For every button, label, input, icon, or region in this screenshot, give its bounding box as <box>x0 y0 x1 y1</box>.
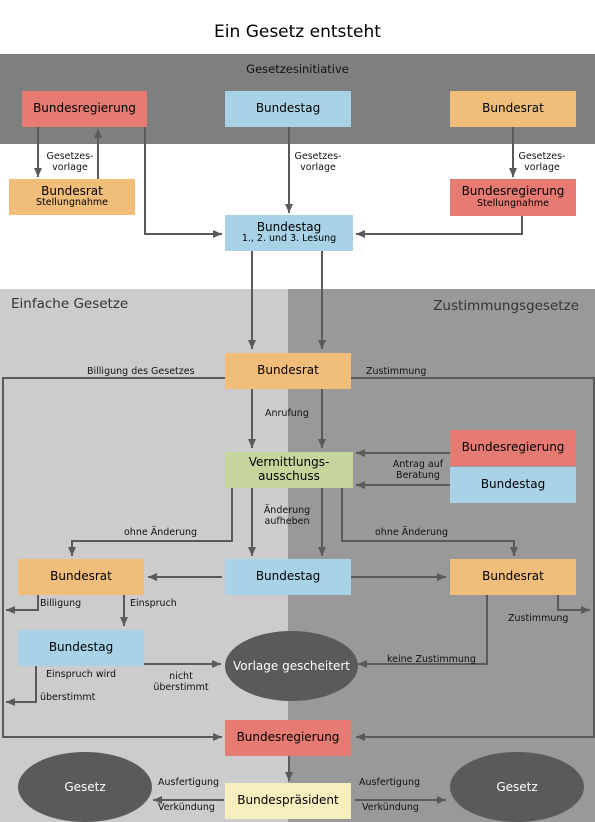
box-label-line-1: Vermittlungs- <box>248 455 330 470</box>
connectors <box>2 127 595 804</box>
bundestag-lesung-box: Bundestag 1., 2. und 3. Lesung <box>225 215 353 251</box>
ohne-aenderung-left-label: ohne Änderung <box>124 527 198 538</box>
billigung-des-gesetzes-label: Billigung des Gesetzes <box>87 366 195 377</box>
verkuendung-right-label: Verkündung <box>362 802 419 813</box>
consent-laws-heading: Zustimmungsgesetze <box>433 298 579 314</box>
box-label: Bundesregierung <box>33 101 136 116</box>
box-label: Bundestag <box>255 569 321 584</box>
bundesregierung-stellungnahme-box: Bundesregierung Stellungnahme <box>450 179 576 216</box>
bundesrat-initiative-box: Bundesrat <box>450 91 576 127</box>
box-label: Bundesrat <box>257 363 319 378</box>
label-line: Beratung <box>396 470 440 482</box>
box-label: Bundesregierung <box>461 184 565 199</box>
gesetz-right-ellipse: Gesetz <box>450 752 584 822</box>
box-sublabel: Stellungnahme <box>36 197 108 209</box>
ausfertigung-right-label: Ausfertigung <box>359 777 421 788</box>
label-line: Antrag auf <box>392 459 444 470</box>
gesetz-left-ellipse: Gesetz <box>18 752 152 822</box>
billigung-label: Billigung <box>40 598 82 609</box>
bundestag-beschluss-box: Bundestag <box>225 559 351 595</box>
label-line: Gesetzes- <box>46 151 94 162</box>
label-line: Gesetzes- <box>518 151 566 162</box>
gesetzesvorlage-label-left: Gesetzes- vorlage <box>42 151 98 174</box>
bundesregierung-final-box: Bundesregierung <box>225 720 351 756</box>
ohne-aenderung-right-label: ohne Änderung <box>375 527 449 538</box>
label-line: Änderung <box>263 505 311 516</box>
verkuendung-left-label: Verkündung <box>158 802 215 813</box>
initiative-band-title: Gesetzesinitiative <box>246 62 349 76</box>
keine-zustimmung-label: keine Zustimmung <box>387 654 476 665</box>
ueberstimmt-label: überstimmt <box>40 692 96 703</box>
bundesrat-einspruch-box: Bundesrat <box>18 559 144 595</box>
box-label: Bundesrat <box>50 569 112 584</box>
box-sublabel: 1., 2. und 3. Lesung <box>241 233 337 245</box>
label-line: vorlage <box>52 162 88 174</box>
gesetzesvorlage-label-center: Gesetzes- vorlage <box>290 151 346 174</box>
einspruch-label: Einspruch <box>130 598 177 609</box>
ausfertigung-left-label: Ausfertigung <box>158 777 220 788</box>
box-label: Bundesregierung <box>236 730 340 745</box>
simple-laws-heading: Einfache Gesetze <box>11 296 129 312</box>
bundesregierung-antrag-box: Bundesregierung <box>450 430 576 466</box>
box-label: Bundestag <box>255 101 321 116</box>
ellipse-label: Vorlage gescheitert <box>233 659 350 673</box>
box-label: Bundestag <box>480 477 546 492</box>
ellipse-label: Gesetz <box>496 780 538 794</box>
bundesrat-stellungnahme-box: Bundesrat Stellungnahme <box>9 179 135 215</box>
aenderung-aufheben-label: Änderung aufheben <box>255 505 319 528</box>
vorlage-gescheitert-ellipse: Vorlage gescheitert <box>225 631 358 701</box>
bundestag-ueberstimmung-box: Bundestag <box>18 630 144 666</box>
bundesrat-zustimmung-box: Bundesrat <box>450 559 576 595</box>
diagram-title: Ein Gesetz entsteht <box>214 22 381 42</box>
label-line: aufheben <box>264 516 310 528</box>
bundespraesident-box: Bundespräsident <box>225 783 351 819</box>
box-sublabel: Stellungnahme <box>477 197 549 209</box>
label-line: nicht <box>169 671 193 682</box>
zustimmung-label-right: Zustimmung <box>508 613 569 624</box>
box-label-line-2: ausschuss <box>258 469 320 483</box>
antrag-auf-beratung-label: Antrag auf Beratung <box>380 459 456 482</box>
vermittlungsausschuss-box: Vermittlungs- ausschuss <box>225 452 353 488</box>
label-line: vorlage <box>524 162 560 174</box>
box-label: Bundesrat <box>482 101 544 116</box>
label-line: überstimmt <box>153 682 209 694</box>
box-label: Bundestag <box>256 219 322 234</box>
zustimmung-label-top: Zustimmung <box>366 366 427 377</box>
label-line: vorlage <box>300 162 336 174</box>
box-label: Bundespräsident <box>237 793 339 808</box>
box-label: Bundestag <box>48 640 114 655</box>
bundestag-antrag-box: Bundestag <box>450 467 576 503</box>
nicht-ueberstimmt-label: nicht überstimmt <box>146 671 216 694</box>
box-label: Bundesrat <box>482 569 544 584</box>
bundesregierung-initiative-box: Bundesregierung <box>22 91 147 127</box>
ellipse-label: Gesetz <box>64 780 106 794</box>
label-line: Gesetzes- <box>294 151 342 162</box>
box-label: Bundesrat <box>41 183 103 198</box>
bundesrat-decision-box: Bundesrat <box>225 353 351 389</box>
einspruch-wird-label: Einspruch wird <box>46 669 117 680</box>
bundestag-initiative-box: Bundestag <box>225 91 351 127</box>
box-label: Bundesregierung <box>461 440 565 455</box>
anrufung-label: Anrufung <box>265 408 309 419</box>
gesetzesvorlage-label-right: Gesetzes- vorlage <box>514 151 570 174</box>
